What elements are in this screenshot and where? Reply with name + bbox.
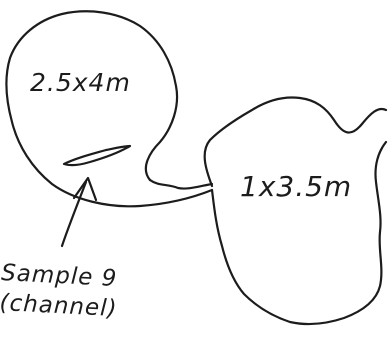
sample-mark <box>64 146 130 165</box>
sample-label: Sample 9 (channel) <box>0 258 120 324</box>
second-area-dimensions: 1x3.5m <box>240 170 352 203</box>
outline-left <box>6 11 212 206</box>
connector-line <box>150 180 212 189</box>
sample-label-line2: (channel) <box>0 288 118 324</box>
first-area-dimensions: 2.5x4m <box>30 68 131 97</box>
outline-right <box>205 98 386 325</box>
